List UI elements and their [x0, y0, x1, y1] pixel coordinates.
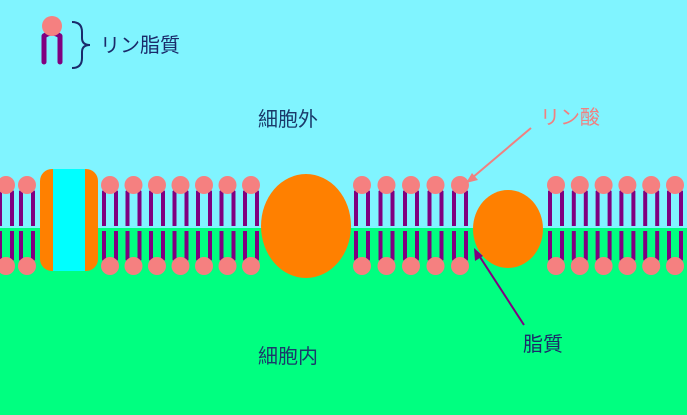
phospholipid-head — [618, 257, 637, 275]
phosphate-arrow — [466, 127, 532, 183]
phospholipid-head — [124, 176, 143, 194]
phospholipid-head — [642, 257, 661, 275]
phospholipid-head — [148, 176, 166, 194]
phospholipid-head — [242, 176, 260, 194]
phospholipid-head — [18, 176, 36, 194]
phospholipid-head — [353, 176, 371, 194]
phospholipid-head — [171, 257, 190, 275]
phospholipid-head — [426, 176, 445, 194]
phospholipid-head — [594, 257, 613, 275]
phospholipid-head — [451, 176, 469, 194]
phospholipid-head — [570, 257, 589, 275]
extracellular-label: 細胞外 — [258, 107, 318, 131]
phospholipid-head — [101, 176, 119, 194]
phospholipid-head — [171, 176, 190, 194]
phospholipid-head — [666, 176, 684, 194]
phospholipid-icon — [41, 16, 63, 65]
lipid-label: 脂質 — [523, 332, 563, 356]
intracellular-label: 細胞内 — [258, 344, 318, 368]
membrane-protein-small — [473, 190, 543, 268]
phospholipid-head — [101, 257, 119, 275]
channel-protein — [40, 169, 98, 271]
curly-brace-icon — [71, 21, 91, 69]
phospholipid-head — [124, 257, 143, 275]
membrane-protein-large — [261, 174, 351, 278]
phospholipid-legend-label: リン脂質 — [100, 33, 180, 57]
phospholipid-head — [195, 176, 213, 194]
phospholipid-head — [570, 176, 589, 194]
phospholipid-head — [242, 257, 260, 275]
phospholipid-head — [0, 176, 15, 194]
phospholipid-head — [594, 176, 613, 194]
lipid-bilayer — [0, 176, 684, 275]
phospholipid-head — [377, 257, 396, 275]
phospholipid-head — [377, 176, 396, 194]
phospholipid-head — [666, 257, 684, 275]
phospholipid-head — [618, 176, 637, 194]
phospholipid-head — [218, 176, 237, 194]
phospholipid-head — [451, 257, 469, 275]
phospholipid-head — [642, 176, 661, 194]
phospholipid-head — [218, 257, 237, 275]
phospholipid-head — [402, 176, 420, 194]
phospholipid-head — [547, 257, 565, 275]
phosphate-label: リン酸 — [540, 105, 600, 129]
phospholipid-head — [148, 257, 166, 275]
lipid-arrow — [474, 248, 525, 326]
phospholipid-head — [18, 257, 36, 275]
phospholipid-head — [0, 257, 15, 275]
phospholipid-head — [353, 257, 371, 275]
phospholipid-head — [426, 257, 445, 275]
phospholipid-head — [195, 257, 213, 275]
phospholipid-head — [547, 176, 565, 194]
phospholipid-head — [402, 257, 420, 275]
